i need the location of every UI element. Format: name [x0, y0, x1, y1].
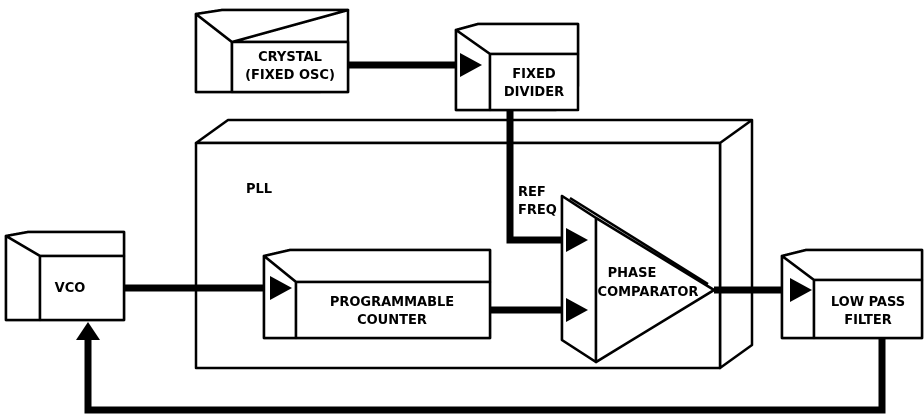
fixed-divider-label-line2: DIVIDER: [504, 85, 564, 100]
ref-freq-label-line1: REF: [518, 185, 546, 200]
arrowhead-ref-into-comparator: [566, 228, 588, 252]
phase-comparator-label-line2: COMPARATOR: [598, 285, 699, 300]
arrowhead-into-filter: [790, 278, 812, 302]
signal-wires: [84, 61, 886, 414]
wire-feedback-loop: [84, 335, 886, 414]
vco-label: VCO: [55, 281, 86, 296]
arrowhead-into-vco: [76, 322, 100, 340]
pll-label: PLL: [246, 182, 272, 197]
crystal-block: CRYSTAL (FIXED OSC): [194, 8, 350, 94]
phase-comparator-label-line1: PHASE: [608, 266, 657, 281]
phase-comparator-block: PHASE COMPARATOR: [560, 194, 716, 364]
crystal-label-line1: CRYSTAL: [258, 50, 322, 65]
arrowhead-into-divider: [460, 53, 482, 77]
low-pass-filter-label-line1: LOW PASS: [831, 295, 905, 310]
wire-ref-freq: [506, 110, 566, 244]
arrowhead-into-counter: [270, 276, 292, 300]
arrowhead-counter-into-comparator: [566, 298, 588, 322]
fixed-divider-label-line1: FIXED: [512, 67, 556, 82]
ref-freq-label-line2: FREQ: [518, 203, 557, 218]
fixed-divider-block: FIXED DIVIDER: [454, 22, 580, 112]
arrowheads: [76, 53, 812, 340]
programmable-counter-block: PROGRAMMABLE COUNTER: [262, 248, 492, 340]
low-pass-filter-label-line2: FILTER: [844, 313, 892, 328]
counter-label-line1: PROGRAMMABLE: [330, 295, 454, 310]
crystal-label-line2: (FIXED OSC): [245, 68, 335, 83]
vco-block: VCO: [4, 230, 126, 322]
counter-label-line2: COUNTER: [357, 313, 427, 328]
